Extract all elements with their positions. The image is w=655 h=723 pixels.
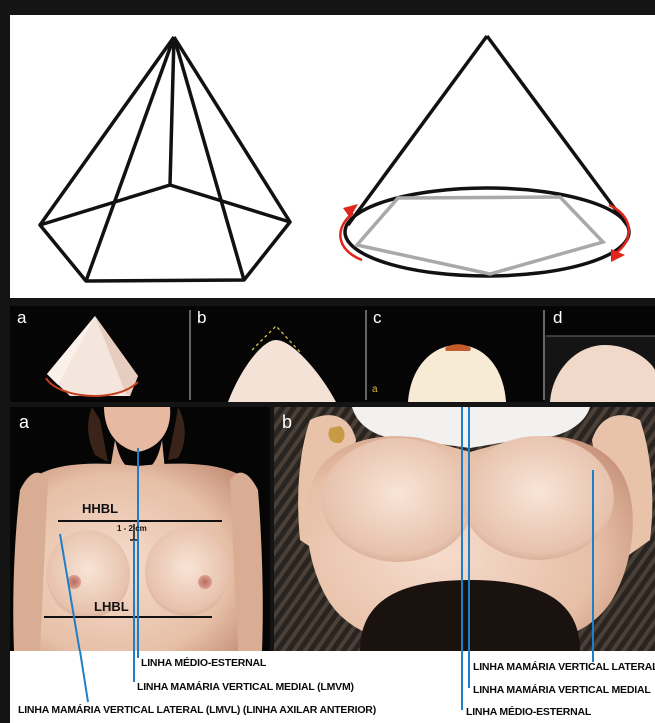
middle-panel-b-letter: b xyxy=(197,308,206,328)
caption-lateral-left: LINHA MAMÁRIA VERTICAL LATERAL (LMVL) (L… xyxy=(18,704,376,716)
middle-panel-d-letter: d xyxy=(553,308,562,328)
caption-sternal-left: LINHA MÉDIO-ESTERNAL xyxy=(141,657,266,669)
middle-panel-a-letter: a xyxy=(17,308,26,328)
middle-panel-c-inner-letter: a xyxy=(372,384,378,395)
caption-lateral-right: LINHA MAMÁRIA VERTICAL LATERAL xyxy=(473,661,655,673)
caption-medial-right: LINHA MAMÁRIA VERTICAL MEDIAL xyxy=(473,684,651,696)
bottom-panel-b-letter: b xyxy=(282,412,292,433)
caption-sternal-right: LINHA MÉDIO-ESTERNAL xyxy=(466,706,591,718)
hhbl-label: HHBL xyxy=(82,501,118,516)
bottom-panel-a-letter: a xyxy=(19,412,29,433)
middle-panel-c-letter: c xyxy=(373,308,382,328)
middle-panel-d-image xyxy=(545,336,655,402)
caption-medial-left: LINHA MAMÁRIA VERTICAL MEDIAL (LMVM) xyxy=(137,681,354,693)
distance-label: 1 - 2 cm xyxy=(117,524,147,533)
lhbl-label: LHBL xyxy=(94,599,129,614)
